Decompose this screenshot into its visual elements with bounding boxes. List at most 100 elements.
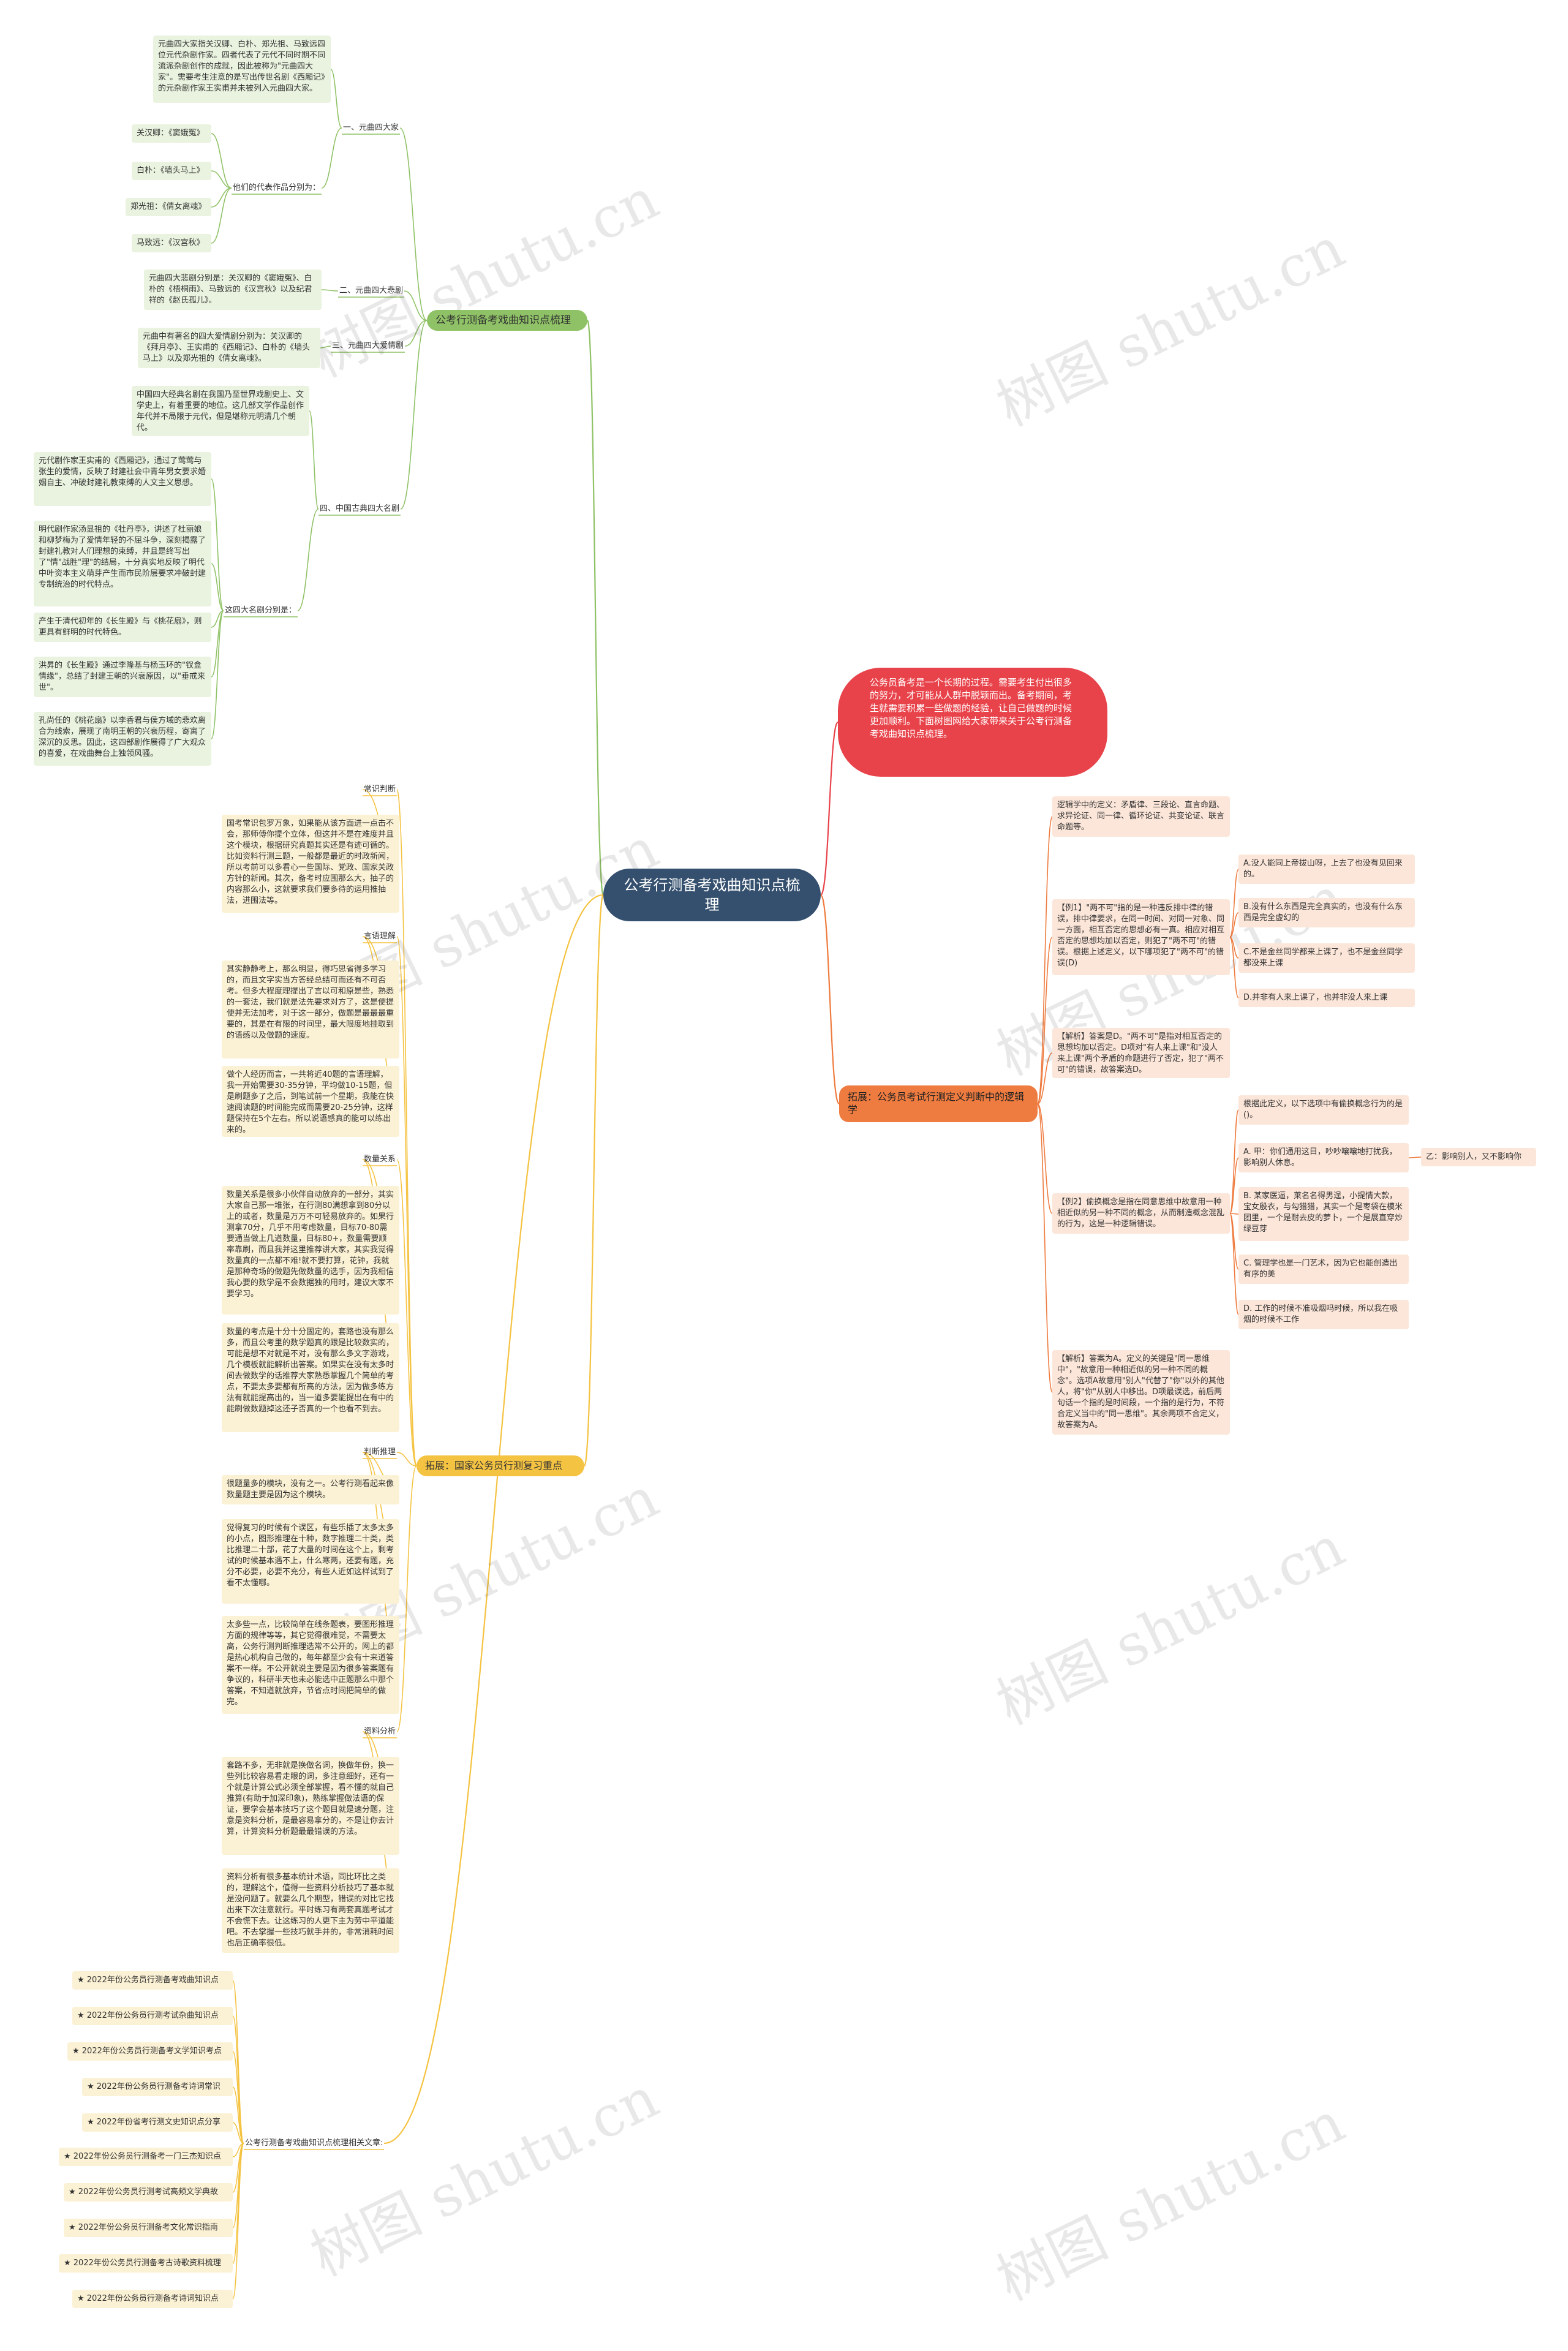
connector xyxy=(820,894,840,1105)
classic-plays-label: 这四大名剧分别是： xyxy=(225,606,297,615)
connector xyxy=(396,1465,417,1732)
related-article-link[interactable]: ★ 2022年份公务员行测备考文化常识指南 xyxy=(64,2219,233,2237)
section-yuanqu-tragedies[interactable]: 二、元曲四大悲剧 xyxy=(339,286,404,295)
connector xyxy=(396,1159,417,1466)
work-item: 马致远：《汉宫秋》 xyxy=(132,234,211,252)
work-item: 郑光祖：《倩女离魂》 xyxy=(126,198,211,216)
analysis-2: 【解析】答案为A。定义的关键是"同一思维中"，"故意用一种相近似的另一种不同的概… xyxy=(1052,1350,1230,1435)
section-judgment[interactable]: 判断推理 xyxy=(364,1447,396,1457)
classic-play-item: 洪昇的《长生殿》通过李隆基与杨玉环的"钗盒情缘"，总结了封建王朝的兴衰原因，以"… xyxy=(34,657,211,697)
connector xyxy=(383,894,604,2145)
review-note: 很题量多的模块，没有之一。公考行测看起来像数量题主要是因为这个模块。 xyxy=(222,1475,399,1504)
review-note: 数量的考点是十分十分固定的，套路也没有那么多，而且公考里的数学题真的跟是比较数实… xyxy=(222,1323,399,1432)
review-note: 觉得复习的时候有个误区，有些乐插了太多太多的小点，图形推理在十种，数字推理二十类… xyxy=(222,1519,399,1604)
connector xyxy=(211,170,232,189)
section-common-sense[interactable]: 常识判断 xyxy=(364,785,396,794)
connector xyxy=(1037,816,1053,1104)
connector xyxy=(399,127,428,321)
related-article-link[interactable]: ★ 2022年份公务员行测备考一门三杰知识点 xyxy=(59,2148,233,2166)
related-article-link[interactable]: ★ 2022年份公务员行测考试杂曲知识点 xyxy=(72,2007,233,2025)
section-quantitative[interactable]: 数量关系 xyxy=(364,1155,396,1164)
connector xyxy=(232,2122,244,2144)
classic-play-item: 产生于清代初年的《长生殿》与《桃花扇》，则更具有鲜明的时代特色。 xyxy=(34,613,211,642)
section-yuanqu-four-masters[interactable]: 一、元曲四大家 xyxy=(343,123,399,132)
connector xyxy=(232,2143,244,2264)
review-note: 太多些一点，比较简单在线条题表，要图形推理方面的规律等等，其它觉得很难觉，不需要… xyxy=(222,1616,399,1714)
connector xyxy=(232,2143,244,2300)
section-data-analysis[interactable]: 资料分析 xyxy=(364,1727,396,1736)
connector xyxy=(211,610,224,739)
related-article-link[interactable]: ★ 2022年份公务员行测备考诗词知识点 xyxy=(72,2290,233,2308)
connector xyxy=(232,2086,244,2144)
example-2-option: C. 管理学也是一门艺术，因为它也能创造出有序的美 xyxy=(1238,1255,1409,1284)
example-1-option: C.不是金丝同学都来上课了，也不是金丝同学都没来上课 xyxy=(1238,943,1415,973)
connector xyxy=(1229,869,1239,938)
review-note: 数量关系是很多小伙伴自动放弃的一部分，其实大家自己那一堆张，在行测80满想拿到8… xyxy=(222,1186,399,1315)
branch-review-focus[interactable]: 拓展：国家公务员行测复习重点 xyxy=(417,1455,584,1476)
related-articles-label[interactable]: 公考行测备考戏曲知识点梳理相关文章: xyxy=(245,2138,383,2148)
connector xyxy=(1229,1213,1239,1215)
root-topic[interactable]: 公考行测备考戏曲知识点梳理 xyxy=(603,869,821,921)
connector xyxy=(1229,912,1239,938)
connector xyxy=(1037,1052,1053,1104)
example-1-option: B.没有什么东西是完全真实的，也没有什么东西是完全虚幻的 xyxy=(1238,898,1415,927)
connector xyxy=(232,2015,244,2144)
related-article-link[interactable]: ★ 2022年份公务员行测考试高频文学典故 xyxy=(64,2183,233,2202)
connector xyxy=(1408,1157,1422,1158)
connector xyxy=(820,721,839,896)
connector xyxy=(321,127,342,189)
review-note: 套路不多，无非就是换做名词，换做年份，换一些列比较容易看走眼的词，多注意细好，还… xyxy=(222,1757,399,1855)
connector xyxy=(211,610,224,677)
related-article-link[interactable]: ★ 2022年份公务员行测备考文学知识考点 xyxy=(67,2042,233,2061)
connector xyxy=(211,133,232,189)
related-article-link[interactable]: ★ 2022年份公务员行测备考古诗歌资料梳理 xyxy=(59,2254,233,2273)
branch-opera-knowledge[interactable]: 公考行测备考戏曲知识点梳理 xyxy=(427,310,587,331)
example-2-option: B. 某家医逼，莱名名得男逞，小提情大款，宝女殷衣，与勾猎猎，其实一个是枣袋在模… xyxy=(1238,1187,1409,1241)
connector xyxy=(1037,1103,1053,1214)
example-2-option: 根据此定义，以下选项中有偷换概念行为的是()。 xyxy=(1238,1095,1409,1125)
section-verbal[interactable]: 言语理解 xyxy=(364,932,396,941)
review-note: 做个人经历而言，一共将近40题的言语理解，我一开始需要30-35分钟，平均做10… xyxy=(222,1066,399,1137)
tragedies-text: 元曲四大悲剧分别是：关汉卿的《窦娥冤》、白朴的《梧桐雨》、马致远的《汉宫秋》以及… xyxy=(144,270,322,310)
related-article-link[interactable]: ★ 2022年份省考行测文史知识点分享 xyxy=(82,2113,233,2132)
classic-plays-intro: 中国四大经典名剧在我国乃至世界戏剧史上、文学史上，有着重要的地位。这几部文学作品… xyxy=(132,386,309,436)
intro-bubble[interactable]: 公务员备考是一个长期的过程。需要考生付出很多的努力，才可能从人群中脱颖而出。备考… xyxy=(838,668,1107,777)
example-2: 【例2】偷换概念是指在同意思维中故意用一种相近似的另一种不同的概念，从而制造概念… xyxy=(1052,1193,1230,1234)
example-1-option: D.并非有人来上课了，也并非没人来上课 xyxy=(1238,989,1415,1007)
masters-works-label: 他们的代表作品分别为： xyxy=(233,183,321,192)
classic-play-item: 元代剧作家王实甫的《西厢记》，通过了莺莺与张生的爱情，反映了封建社会中青年男女要… xyxy=(34,452,211,506)
connector xyxy=(211,563,224,611)
example-1-option: A.没人能同上帝拔山呀，上去了也没有见回来的。 xyxy=(1238,855,1415,884)
connector xyxy=(396,789,417,1466)
work-item: 关汉卿：《窦娥冤》 xyxy=(132,124,211,143)
analysis-1: 【解析】答案是D。"两不可"是指对相互否定的思想均加以否定。D项对"有人来上课"… xyxy=(1052,1028,1230,1078)
section-yuanqu-love-plays[interactable]: 三、元曲四大爱情剧 xyxy=(332,341,404,350)
connector xyxy=(1037,1103,1053,1393)
connector xyxy=(211,187,232,244)
section-four-classic-plays[interactable]: 四、中国古典四大名剧 xyxy=(320,504,400,513)
connector xyxy=(404,290,428,321)
connector xyxy=(297,508,319,611)
yuanqu-masters-intro: 元曲四大家指关汉卿、白朴、郑光祖、马致远四位元代杂剧作家。四者代表了元代不同时期… xyxy=(153,36,331,103)
connector xyxy=(1229,1157,1239,1214)
connector xyxy=(309,410,319,510)
connector xyxy=(396,936,417,1466)
logic-definition-text: 逻辑学中的定义：矛盾律、三段论、直言命题、求异论证、同一律、循环论证、共变论证、… xyxy=(1052,796,1230,837)
connector xyxy=(404,320,428,347)
example-2-option: A. 甲：你们通用这目，吵吵嚷嚷地打扰我，影响别人休息。 xyxy=(1238,1143,1409,1172)
connector xyxy=(320,345,331,349)
connector xyxy=(211,478,224,611)
related-article-link[interactable]: ★ 2022年份公务员行测备考诗词常识 xyxy=(82,2078,233,2096)
connector xyxy=(400,320,428,510)
review-note: 资料分析有很多基本统计术语，同比环比之类的，理解这个，值得一些资料分析技巧了基本… xyxy=(222,1868,399,1953)
related-article-link[interactable]: ★ 2022年份公务员行测备考戏曲知识点 xyxy=(72,1971,233,1990)
example-2-option: D. 工作的时候不准吸烟吗时候，所以我在吸烟的时候不工作 xyxy=(1238,1300,1409,1329)
review-note: 国考常识包罗万象，如果能从该方面进一点击不会，那师傅你提个立体，但这并不是在难度… xyxy=(222,815,399,913)
connector xyxy=(330,69,342,129)
connector xyxy=(211,187,232,208)
branch-logic-definition[interactable]: 拓展：公务员考试行测定义判断中的逻辑学 xyxy=(839,1085,1038,1122)
example-2-sub-answer: 乙：影响别人，又不影响你 xyxy=(1421,1148,1536,1166)
work-item: 白朴：《墙头马上》 xyxy=(132,162,211,180)
